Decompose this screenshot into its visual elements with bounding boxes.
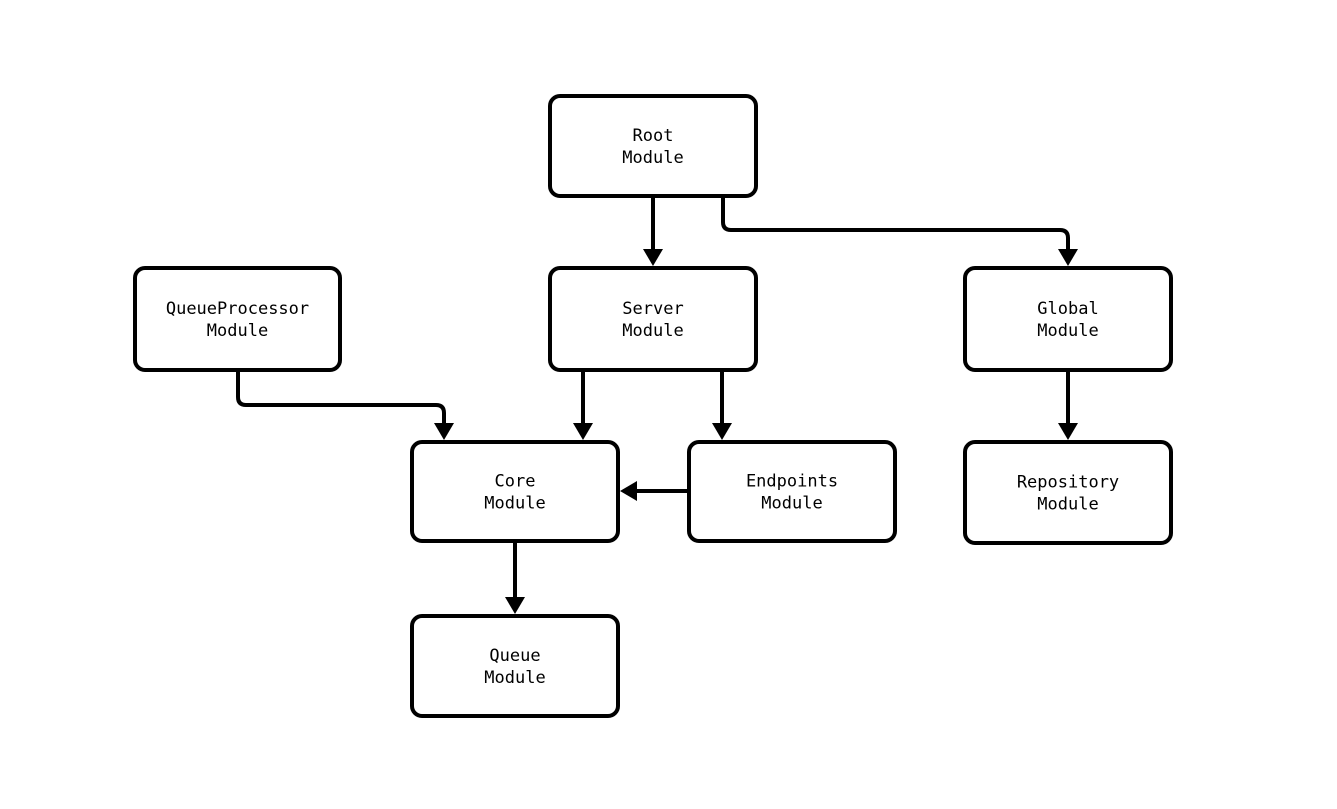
repository-module-node-label-line1: Repository (1017, 473, 1119, 493)
root-module-node-box[interactable] (548, 94, 758, 198)
edge-server-to-core-arrowhead (573, 423, 593, 440)
edge-queueprocessor-to-core (236, 372, 454, 440)
edge-core-to-queue-arrowhead (505, 597, 525, 614)
root-module-node-label-line2: Module (622, 148, 683, 168)
edge-endpoints-to-core-arrowhead (620, 481, 637, 501)
global-module-node-label-line1: Global (1037, 299, 1098, 319)
repository-module-node-box[interactable] (963, 440, 1173, 545)
edge-server-to-endpoints (712, 372, 732, 440)
global-module-node-label-line2: Module (1037, 321, 1098, 341)
root-module-node-label-line1: Root (633, 126, 674, 146)
edge-root-to-server (643, 198, 663, 266)
endpoints-module-node-box[interactable] (687, 440, 897, 543)
server-module-node-label-line2: Module (622, 321, 683, 341)
queue-module-node-box[interactable] (410, 614, 620, 718)
server-module-node-label-line1: Server (622, 299, 683, 319)
core-module-node-box[interactable] (410, 440, 620, 543)
edge-queueprocessor-to-core-line (236, 372, 446, 425)
edge-root-to-server-arrowhead (643, 249, 663, 266)
edge-core-to-queue (505, 543, 525, 614)
global-module-node-box[interactable] (963, 266, 1173, 372)
edge-queueprocessor-to-core-arrowhead (434, 423, 454, 440)
edge-root-to-global (721, 198, 1078, 266)
server-module-node-box[interactable] (548, 266, 758, 372)
edge-global-to-repository (1058, 372, 1078, 440)
endpoints-module-node-label-line1: Endpoints (746, 472, 838, 492)
edge-global-to-repository-arrowhead (1058, 423, 1078, 440)
edge-server-to-endpoints-arrowhead (712, 423, 732, 440)
endpoints-module-node-label-line2: Module (761, 494, 822, 514)
queueprocessor-module-node-label-line2: Module (207, 321, 268, 341)
edge-root-to-global-arrowhead (1058, 249, 1078, 266)
repository-module-node-label-line2: Module (1037, 495, 1098, 515)
queueprocessor-module-node-label-line1: QueueProcessor (166, 299, 309, 319)
queueprocessor-module-node-box[interactable] (133, 266, 342, 372)
core-module-node-label-line1: Core (495, 472, 536, 492)
queue-module-node-label-line2: Module (484, 668, 545, 688)
edge-root-to-global-line (721, 198, 1070, 251)
edge-endpoints-to-core (620, 481, 687, 501)
core-module-node-label-line2: Module (484, 494, 545, 514)
queue-module-node-label-line1: Queue (489, 646, 540, 666)
nodes-layer: RootModuleQueueProcessorModuleServerModu… (133, 94, 1173, 718)
edge-server-to-core (573, 372, 593, 440)
edges-layer (236, 198, 1078, 614)
